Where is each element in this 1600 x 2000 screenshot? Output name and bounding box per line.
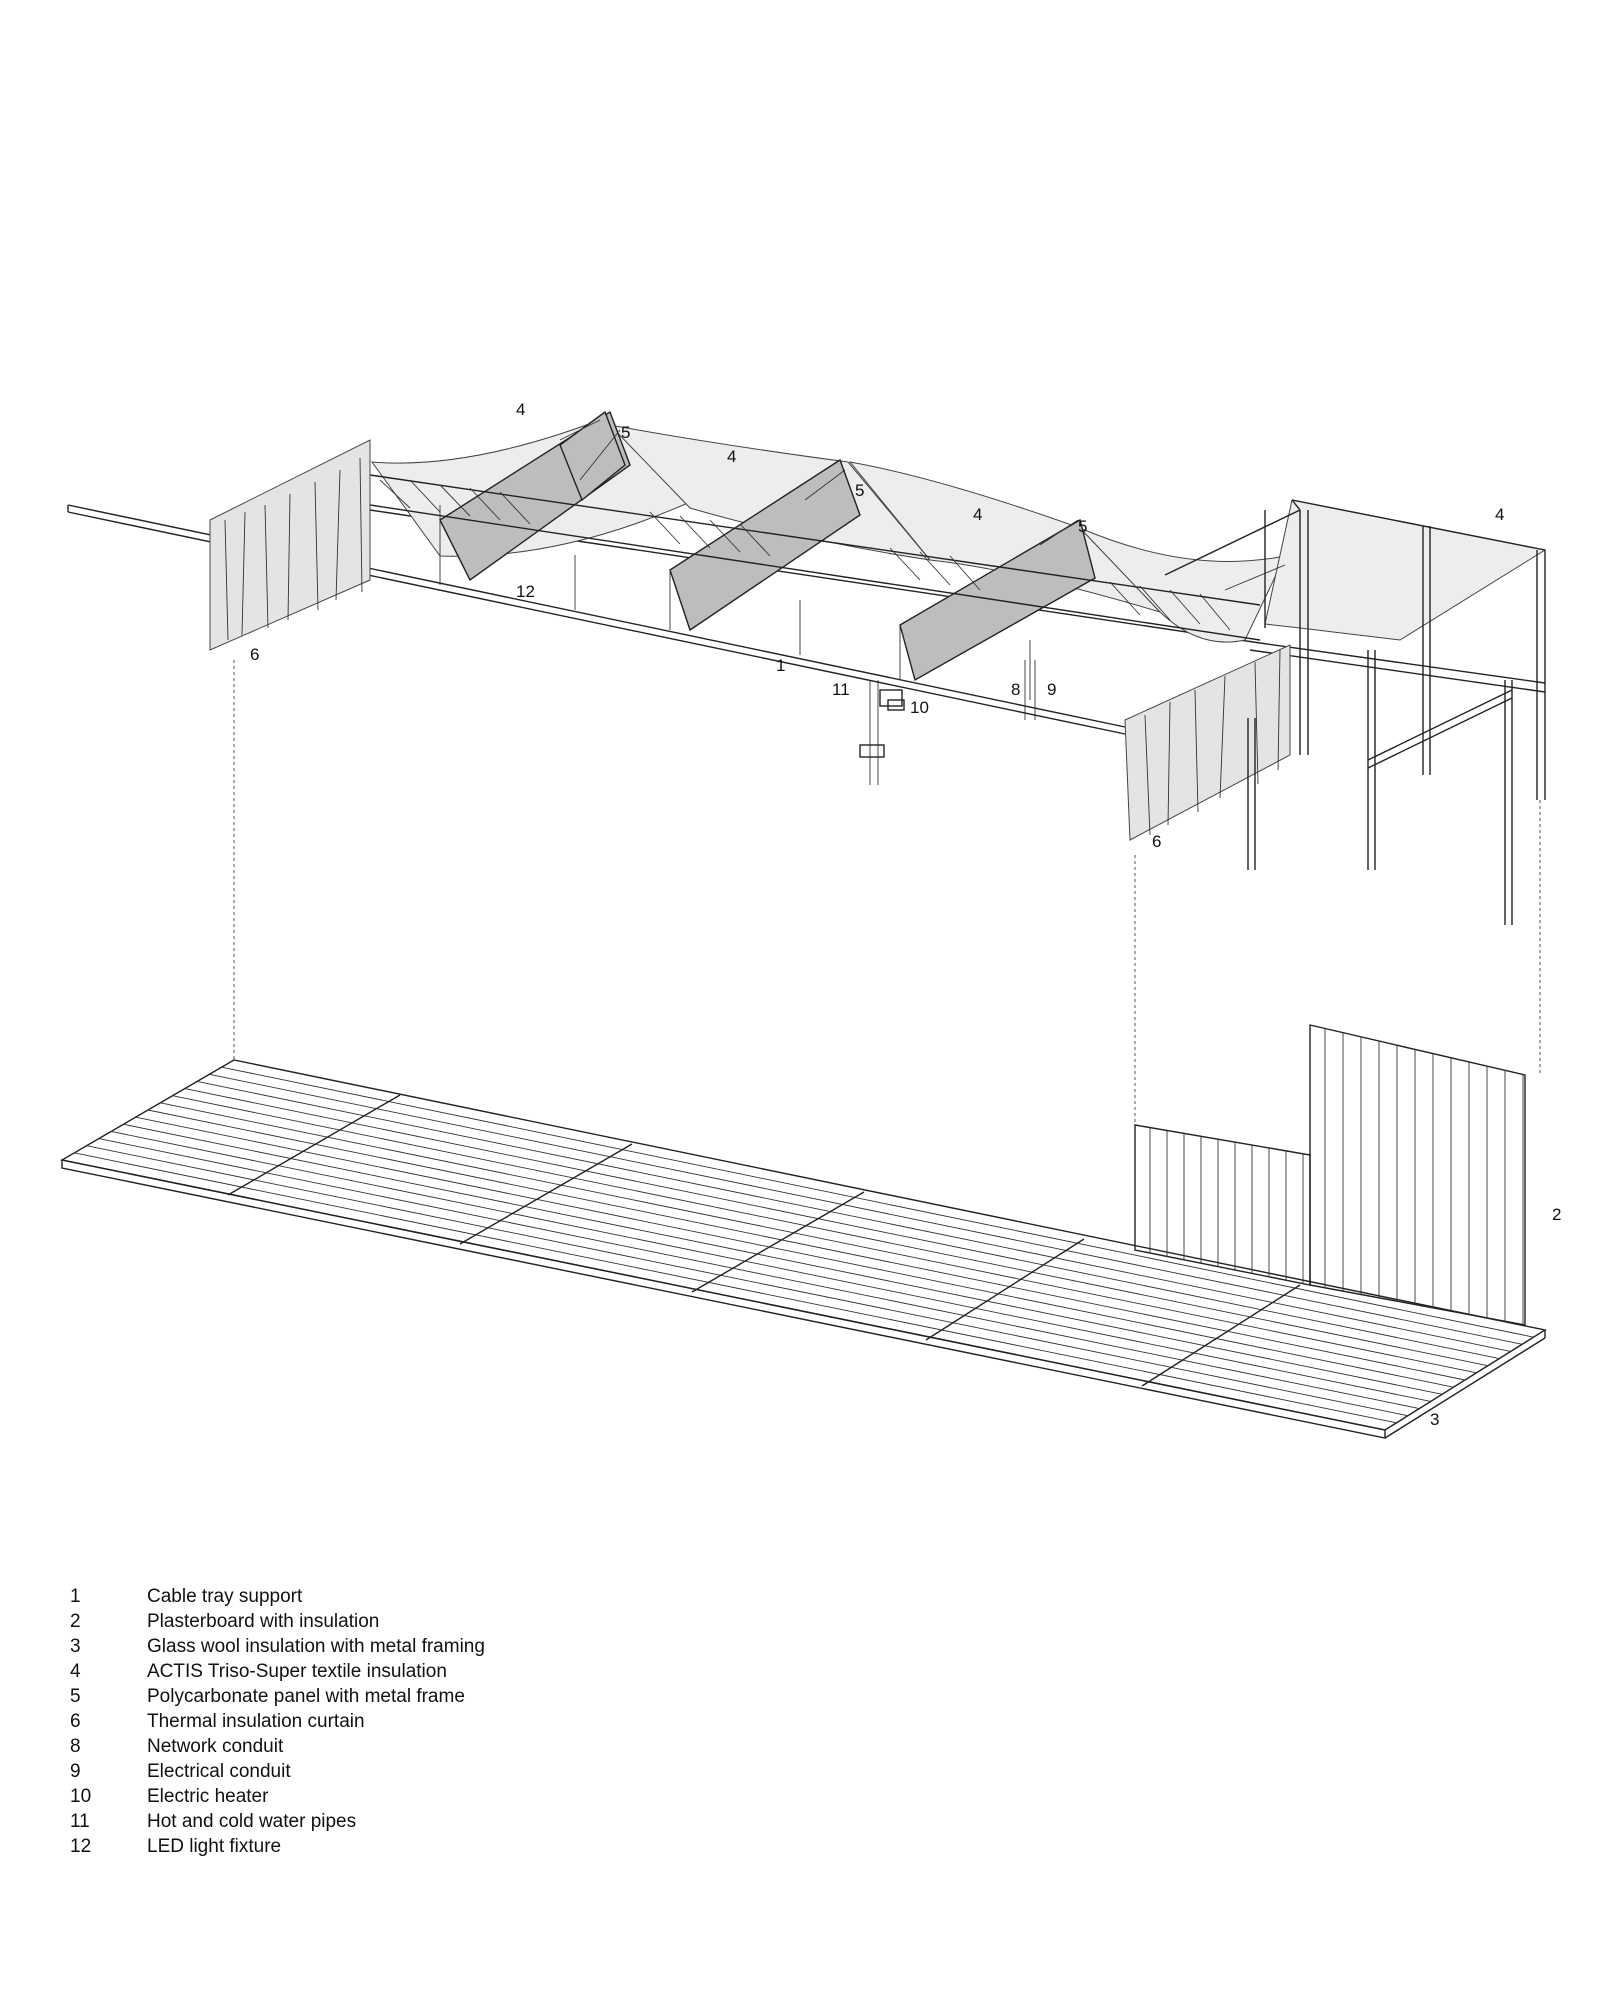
legend-number: 5 bbox=[70, 1686, 81, 1707]
legend-item: 5 Polycarbonate panel with metal frame bbox=[70, 1684, 770, 1709]
floor-slat bbox=[74, 1152, 1397, 1424]
legend-label: Plasterboard with insulation bbox=[147, 1611, 380, 1632]
legend-number: 9 bbox=[70, 1761, 81, 1782]
callout-curtain-left: 6 bbox=[250, 645, 259, 664]
callout-electric-heater: 10 bbox=[910, 698, 929, 717]
callout-polycarbonate-2: 5 bbox=[855, 481, 864, 500]
callout-water-pipes: 11 bbox=[832, 680, 850, 699]
legend-label: Glass wool insulation with metal framing bbox=[147, 1636, 485, 1657]
legend: 1 Cable tray support 2 Plasterboard with in… bbox=[70, 1584, 770, 1859]
floor-slat bbox=[184, 1088, 1500, 1360]
trusses bbox=[369, 419, 1286, 641]
legend-label: ACTIS Triso-Super textile insulation bbox=[147, 1661, 447, 1682]
callout-curtain-right: 6 bbox=[1152, 832, 1161, 851]
floor-slat bbox=[123, 1123, 1443, 1395]
callout-textile-3: 4 bbox=[973, 505, 982, 524]
legend-item: 6 Thermal insulation curtain bbox=[70, 1709, 770, 1734]
legend-label: Cable tray support bbox=[147, 1586, 303, 1607]
floor-slat bbox=[221, 1066, 1534, 1338]
legend-number: 8 bbox=[70, 1736, 81, 1757]
floor-slat bbox=[135, 1116, 1454, 1388]
legend-label: Polycarbonate panel with metal frame bbox=[147, 1686, 465, 1707]
callout-polycarbonate-3: 5 bbox=[1078, 517, 1087, 536]
legend-label: Electrical conduit bbox=[147, 1761, 291, 1782]
callout-polycarbonate-1: 5 bbox=[621, 423, 630, 442]
plasterboard-walls bbox=[1134, 1024, 1526, 1326]
callout-cable-tray: 1 bbox=[776, 656, 785, 675]
floor-slat bbox=[111, 1130, 1431, 1402]
legend-number: 4 bbox=[70, 1661, 81, 1682]
legend-number: 1 bbox=[70, 1586, 81, 1607]
callout-textile-4: 4 bbox=[1495, 505, 1504, 524]
legend-label: Electric heater bbox=[147, 1786, 269, 1807]
floor-slat bbox=[98, 1138, 1420, 1410]
legend-item: 3 Glass wool insulation with metal framin… bbox=[70, 1634, 770, 1659]
callout-plasterboard: 2 bbox=[1552, 1205, 1561, 1224]
callout-labels: 1 2 3 4 4 4 4 5 5 5 6 6 8 9 10 11 12 bbox=[250, 400, 1561, 1429]
legend-item: 1 Cable tray support bbox=[70, 1584, 770, 1609]
exploded-axonometric-diagram: 1 2 3 4 4 4 4 5 5 5 6 6 8 9 10 11 12 bbox=[60, 400, 1561, 1439]
callout-glass-wool: 3 bbox=[1430, 1410, 1439, 1429]
legend-number: 6 bbox=[70, 1711, 81, 1732]
legend-label: LED light fixture bbox=[147, 1836, 282, 1857]
floor-slat bbox=[86, 1145, 1408, 1417]
legend-item: 4 ACTIS Triso-Super textile insulation bbox=[70, 1659, 770, 1684]
callout-network-conduit: 8 bbox=[1011, 680, 1020, 699]
legend-number: 12 bbox=[70, 1836, 92, 1857]
floor-slat bbox=[172, 1095, 1488, 1367]
floor-slat bbox=[147, 1109, 1466, 1381]
projection-lines bbox=[233, 660, 1541, 1125]
legend-item: 8 Network conduit bbox=[70, 1734, 770, 1759]
legend-number: 3 bbox=[70, 1636, 81, 1657]
legend-number: 10 bbox=[70, 1786, 92, 1807]
legend-number: 11 bbox=[70, 1811, 90, 1832]
floor-slat bbox=[209, 1073, 1523, 1345]
floor-slat bbox=[160, 1102, 1477, 1374]
callout-led-fixture: 12 bbox=[516, 582, 535, 601]
legend-number: 2 bbox=[70, 1611, 81, 1632]
legend-label: Hot and cold water pipes bbox=[147, 1811, 357, 1832]
hanging-rods bbox=[439, 505, 1031, 700]
floor-framing bbox=[60, 1059, 1547, 1439]
utilities bbox=[859, 660, 1036, 785]
legend-item: 9 Electrical conduit bbox=[70, 1759, 770, 1784]
legend-label: Thermal insulation curtain bbox=[147, 1711, 365, 1732]
callout-electrical-conduit: 9 bbox=[1047, 680, 1056, 699]
legend-item: 12 LED light fixture bbox=[70, 1834, 770, 1859]
thermal-curtains bbox=[209, 439, 1291, 841]
legend-item: 2 Plasterboard with insulation bbox=[70, 1609, 770, 1634]
legend-item: 11 Hot and cold water pipes bbox=[70, 1809, 770, 1834]
floor-slat bbox=[197, 1080, 1511, 1352]
right-frame bbox=[1164, 499, 1546, 925]
callout-textile-2: 4 bbox=[727, 447, 736, 466]
legend-label: Network conduit bbox=[147, 1736, 284, 1757]
legend-item: 10 Electric heater bbox=[70, 1784, 770, 1809]
callout-textile-1: 4 bbox=[516, 400, 525, 419]
